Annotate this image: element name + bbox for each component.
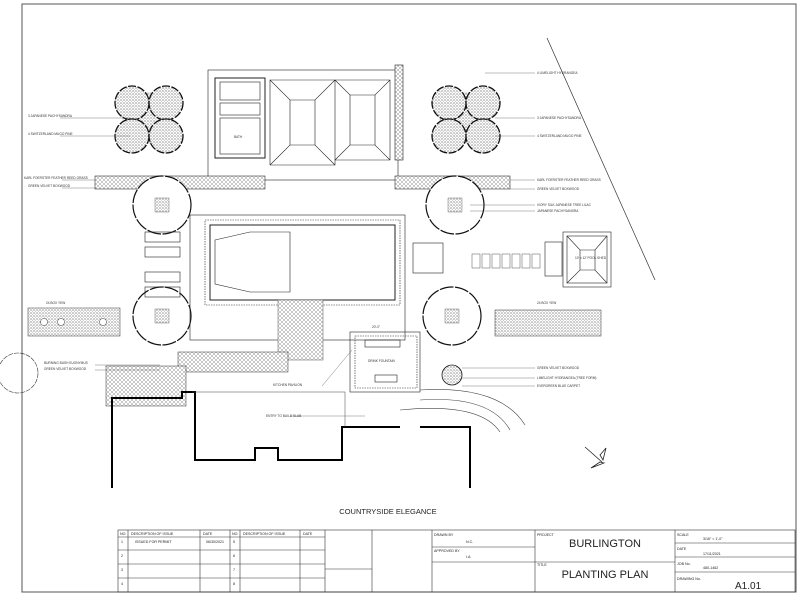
label: KARL FOERSTER FEATHER REED GRASS: [537, 178, 601, 182]
stepping-stones: [471, 253, 541, 269]
yew-bed-right: [494, 309, 602, 337]
label: GREEN VELVET BOXWOOD: [537, 366, 580, 370]
approved-by: I.A.: [466, 555, 471, 559]
rev-date: 06/30/2021: [206, 540, 224, 544]
label: 10' x 12' POOL SHED: [575, 256, 607, 260]
svg-text:PROJECT: PROJECT: [537, 533, 555, 537]
svg-text:NO.: NO.: [232, 532, 238, 536]
north-arrow-icon: [584, 446, 607, 469]
svg-text:6: 6: [233, 554, 235, 558]
property-line: [546, 37, 656, 281]
job-no: 480-1462: [703, 566, 718, 570]
tree-small: [441, 364, 463, 386]
label: 3 JAPANESE PACHYSANDRA: [537, 116, 582, 120]
label: 3 JAPANESE PACHYSANDRA: [28, 114, 73, 118]
svg-text:SCALE: SCALE: [677, 533, 689, 537]
rev-desc: ISSUED FOR PERMIT: [135, 540, 172, 544]
drawn-by: N.C.: [466, 540, 473, 544]
svg-text:DESCRIPTION OF ISSUE: DESCRIPTION OF ISSUE: [131, 532, 174, 536]
driveway-curve: [399, 389, 526, 433]
svg-text:7: 7: [233, 568, 235, 572]
paving-path: [277, 299, 324, 361]
drawing-title: PLANTING PLAN: [562, 569, 649, 581]
svg-text:3: 3: [121, 568, 123, 572]
rev-no: 1: [121, 540, 123, 544]
title-block: [117, 529, 796, 593]
label: GREEN VELVET BOXWOOD: [44, 367, 87, 371]
svg-text:DRAWN BY: DRAWN BY: [434, 533, 454, 537]
svg-text:DRAWING No.: DRAWING No.: [677, 577, 701, 581]
label: EVERGREEN BLUE CARPET: [537, 384, 580, 388]
label: LIMELIGHT HYDRANGEA (TREE FORM): [537, 376, 596, 380]
title-block-fields: DRAWN BY N.C. APPROVED BY I.A. PROJECT T…: [434, 533, 723, 581]
label: DRINK FOUNTAIN: [368, 359, 396, 363]
revision-table: NO. DESCRIPTION OF ISSUE DATE NO. DESCRI…: [120, 532, 313, 586]
scale: 3/16" = 1'-0": [703, 537, 723, 541]
svg-text:4: 4: [121, 582, 123, 586]
svg-text:8: 8: [233, 582, 235, 586]
pool-shed: [412, 231, 612, 288]
pool-house: [207, 64, 404, 181]
label: BURNING BUSH EUONYMUS: [44, 361, 88, 365]
house-outline: [111, 391, 471, 488]
hedge-front: [177, 351, 289, 373]
label: IVORY SILK JAPANESE TREE LILAC: [537, 203, 592, 207]
kitchen-pavilion: [349, 331, 421, 393]
svg-text:NO.: NO.: [120, 532, 126, 536]
svg-text:JOB No.: JOB No.: [677, 562, 691, 566]
svg-text:DESCRIPTION OF ISSUE: DESCRIPTION OF ISSUE: [243, 532, 286, 536]
label: GREEN VELVET BOXWOOD: [537, 187, 580, 191]
label: 24 BOX YEW: [46, 301, 65, 305]
tree-cluster-left: [114, 85, 184, 154]
svg-text:APPROVED BY: APPROVED BY: [434, 549, 460, 553]
label: ENTRY TO BUILD SLAB: [266, 414, 301, 418]
hedge-front-left: [105, 365, 187, 407]
svg-text:TITLE: TITLE: [537, 563, 547, 567]
label: 4 SWITZERLAND MUGO PINE: [537, 134, 582, 138]
leader-lines: [60, 72, 535, 417]
label: 4 LIMELIGHT HYDRANGEA: [537, 71, 578, 75]
project-name: BURLINGTON: [569, 538, 641, 550]
label: 20'-0": [372, 325, 380, 329]
label: 24 BOX YEW: [537, 301, 556, 305]
svg-text:5: 5: [233, 540, 235, 544]
ornamental-tree-icon: [0, 352, 39, 394]
svg-text:DATE: DATE: [203, 532, 213, 536]
svg-text:2: 2: [121, 554, 123, 558]
label: KARL FOERSTER FEATHER REED GRASS: [24, 176, 88, 180]
drawing-caption: COUNTRYSIDE ELEGANCE: [339, 507, 436, 516]
tree-cluster-right: [431, 85, 501, 154]
label: BATH: [234, 135, 243, 139]
label: 4 SWITZERLAND MUGO PINE: [28, 132, 73, 136]
drawing-number: A1.01: [735, 581, 762, 592]
label: GREEN VELVET BOXWOOD: [28, 184, 71, 188]
svg-text:DATE: DATE: [303, 532, 313, 536]
label: JAPANESE PACHYSANDRA: [537, 209, 579, 213]
svg-text:DATE: DATE: [677, 547, 687, 551]
tree-pits: [154, 197, 463, 324]
date: 17/11/2021: [703, 552, 721, 556]
label: KITCHEN PAVILION: [273, 383, 303, 387]
